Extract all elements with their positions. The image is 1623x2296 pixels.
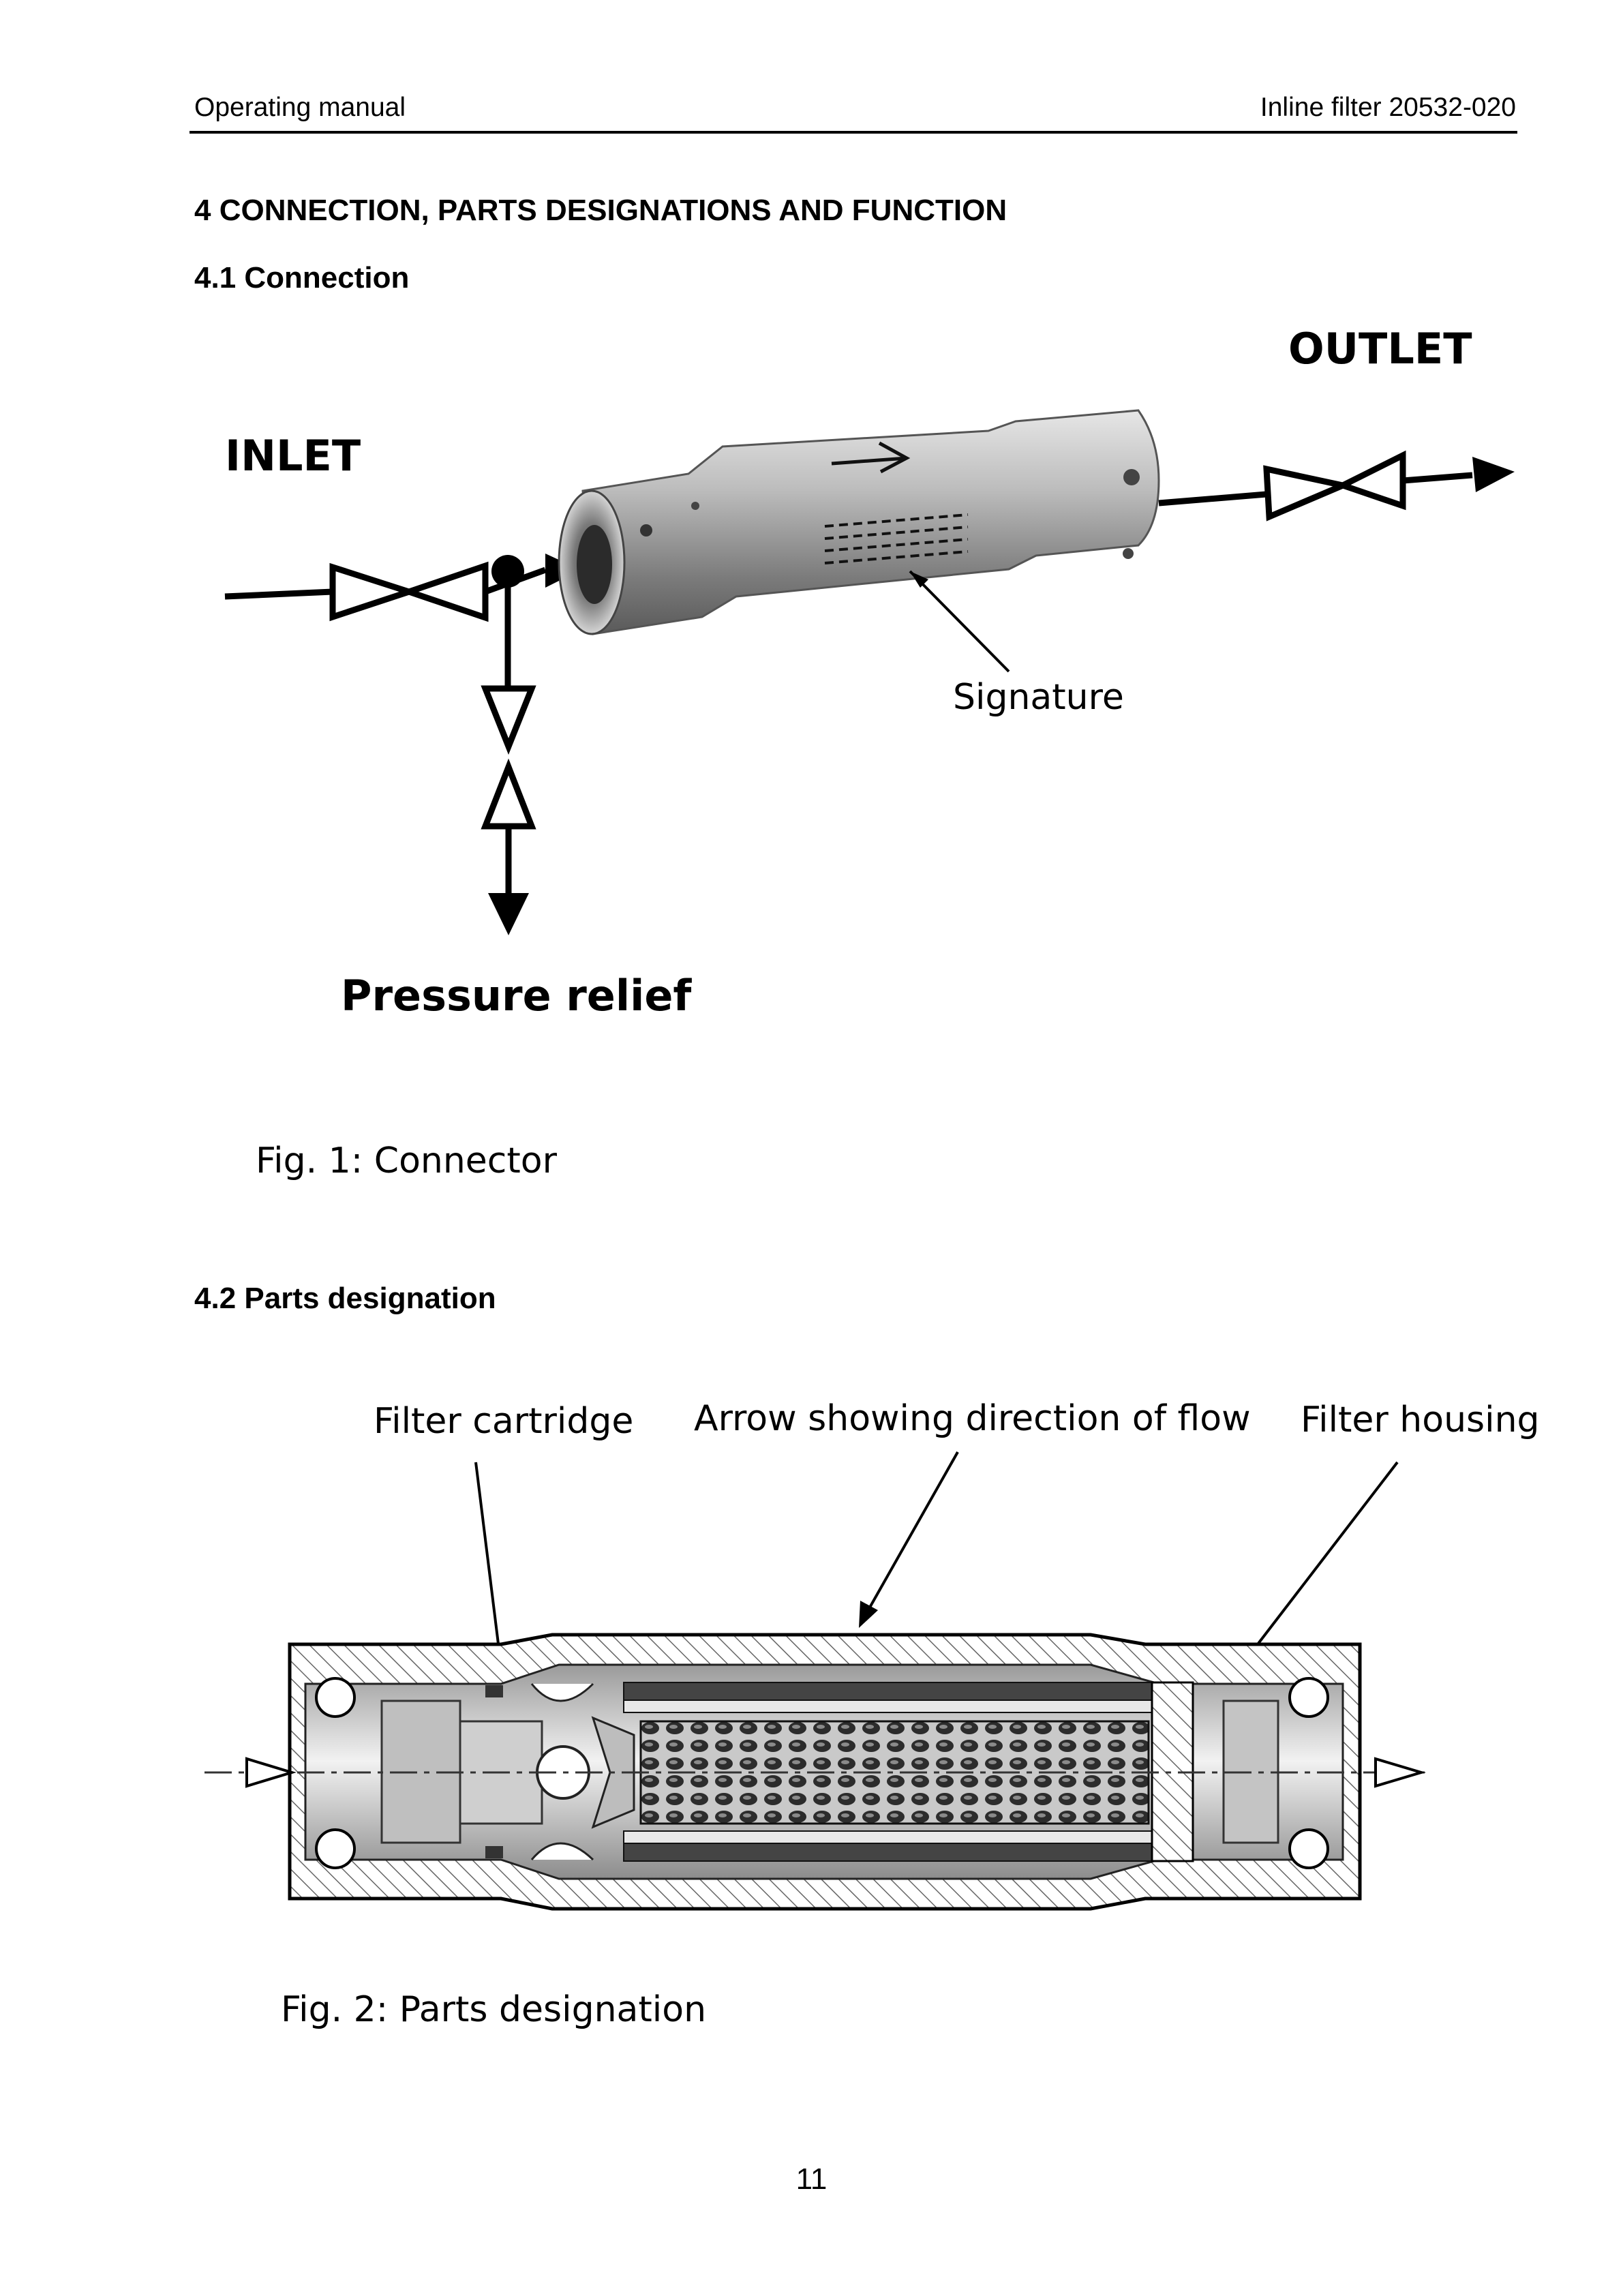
pressure-relief-arrow-icon: [488, 893, 529, 935]
figure-connector: OUTLET INLET Pressure relief: [224, 324, 1515, 1181]
filter-cartridge-label: Filter cartridge: [374, 1401, 633, 1442]
inlet-label: INLET: [225, 431, 361, 481]
signature-pointer: [909, 570, 1010, 673]
filter-housing-label: Filter housing: [1301, 1400, 1540, 1440]
body-flow-arrow-icon: [831, 441, 911, 474]
inlet-flow-arrow-icon: [245, 1757, 297, 1788]
page-number: 11: [795, 2162, 828, 2196]
junction-dot: [491, 555, 524, 588]
pressure-relief-line: [481, 586, 536, 893]
outlet-line: [1158, 450, 1473, 522]
header-manual-title: Operating manual: [194, 93, 406, 122]
figure1-caption: Fig. 1: Connector: [256, 1141, 558, 1181]
flow-arrow-pointer-icon: [859, 1601, 878, 1628]
subsection-heading-connection: 4.1 Connection: [194, 261, 410, 294]
outlet-flow-arrow-icon: [1374, 1757, 1426, 1788]
pressure-relief-label: Pressure relief: [341, 971, 692, 1021]
header-rule: [189, 131, 1517, 134]
signature-label: Signature: [953, 677, 1124, 718]
subsection-heading-parts: 4.2 Parts designation: [194, 1282, 496, 1315]
signature-marks: [824, 513, 969, 564]
outlet-label: OUTLET: [1288, 324, 1472, 374]
figure2-caption: Fig. 2: Parts designation: [281, 1989, 706, 2030]
outlet-arrow-icon: [1472, 457, 1515, 492]
section-heading: 4 CONNECTION, PARTS DESIGNATIONS AND FUN…: [194, 194, 1007, 227]
flow-arrow-label: Arrow showing direction of flow: [694, 1398, 1251, 1439]
figure-parts-designation: Filter cartridge Arrow showing direction…: [204, 1398, 1540, 2030]
header-product-name: Inline filter 20532-020: [1260, 93, 1516, 122]
